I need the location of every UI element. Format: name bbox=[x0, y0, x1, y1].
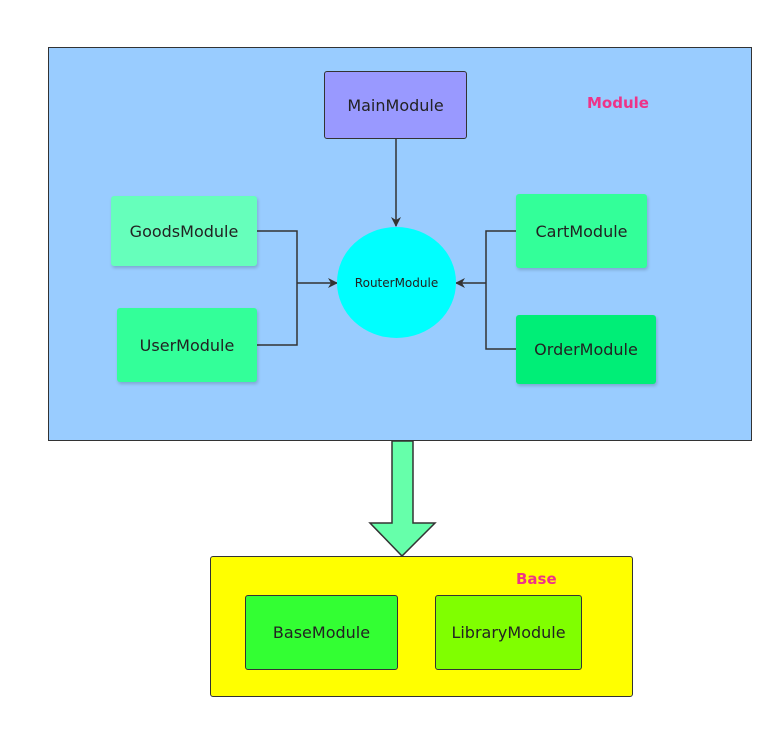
cart-module-node: CartModule bbox=[516, 194, 647, 268]
library-module-node: LibraryModule bbox=[435, 595, 582, 670]
base-module-node: BaseModule bbox=[245, 595, 398, 670]
module-group-label: Module bbox=[587, 94, 649, 112]
edge-goods-router bbox=[257, 230, 298, 283]
user-module-node: UserModule bbox=[117, 308, 257, 382]
edge-cart-router bbox=[485, 230, 516, 283]
goods-module-node: GoodsModule bbox=[111, 196, 257, 266]
order-module-node: OrderModule bbox=[516, 315, 656, 384]
edge-user-router bbox=[257, 283, 298, 346]
base-group-label: Base bbox=[516, 570, 557, 588]
main-module-node: MainModule bbox=[324, 71, 467, 139]
edge-order-router bbox=[485, 283, 516, 350]
router-module-node: RouterModule bbox=[337, 227, 456, 338]
big-arrow-module-to-base bbox=[368, 440, 437, 558]
